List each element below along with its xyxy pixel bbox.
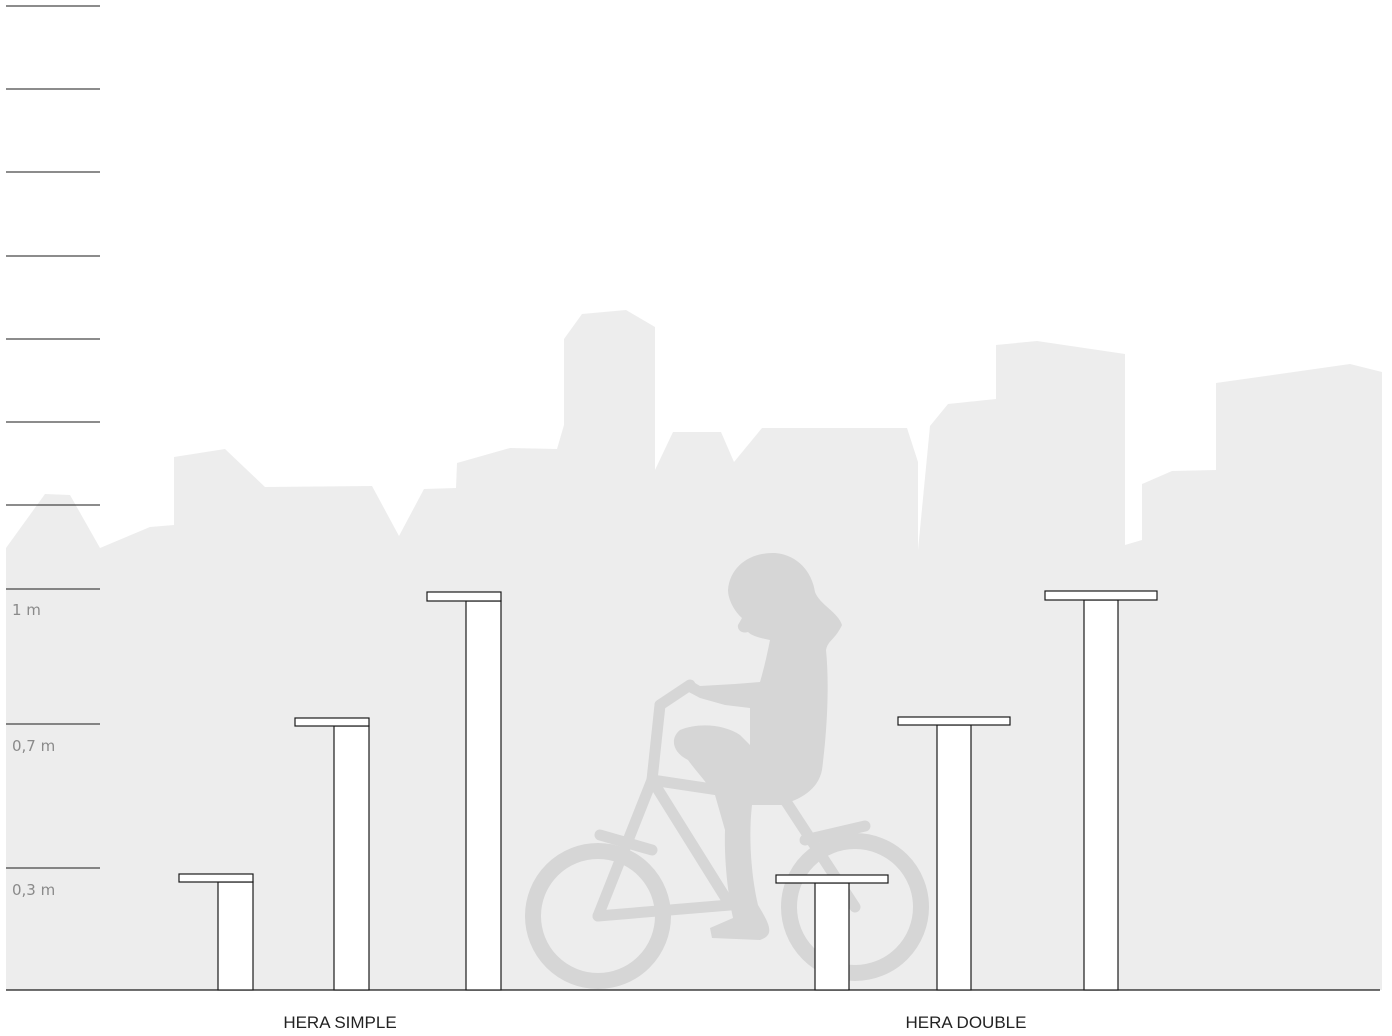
- hera-double-bollards: [775, 590, 1158, 991]
- bicycle-seat: [764, 780, 808, 794]
- hera-simple-bollard-high: [426, 591, 502, 991]
- group-label-hera-simple: HERA SIMPLE: [283, 1013, 396, 1032]
- scale-label-03m: 0,3 m: [12, 881, 55, 899]
- group-label-hera-double: HERA DOUBLE: [906, 1013, 1027, 1032]
- hera-simple-bollard-low: [178, 873, 254, 991]
- hera-double-bollard-low: [775, 874, 889, 991]
- hera-simple-bollard-mid: [294, 717, 370, 991]
- hera-double-bollard-high: [1044, 590, 1158, 991]
- hera-double-bollard-mid: [897, 716, 1011, 991]
- scale-label-1m: 1 m: [12, 601, 41, 619]
- child-on-bicycle-silhouette: [525, 552, 929, 989]
- height-scale: [6, 5, 100, 869]
- child-figure: [673, 552, 842, 940]
- bicycle-front-wheel: [781, 833, 929, 981]
- scale-label-07m: 0,7 m: [12, 737, 55, 755]
- city-skyline: [6, 310, 1382, 990]
- hera-simple-bollards: [178, 591, 502, 991]
